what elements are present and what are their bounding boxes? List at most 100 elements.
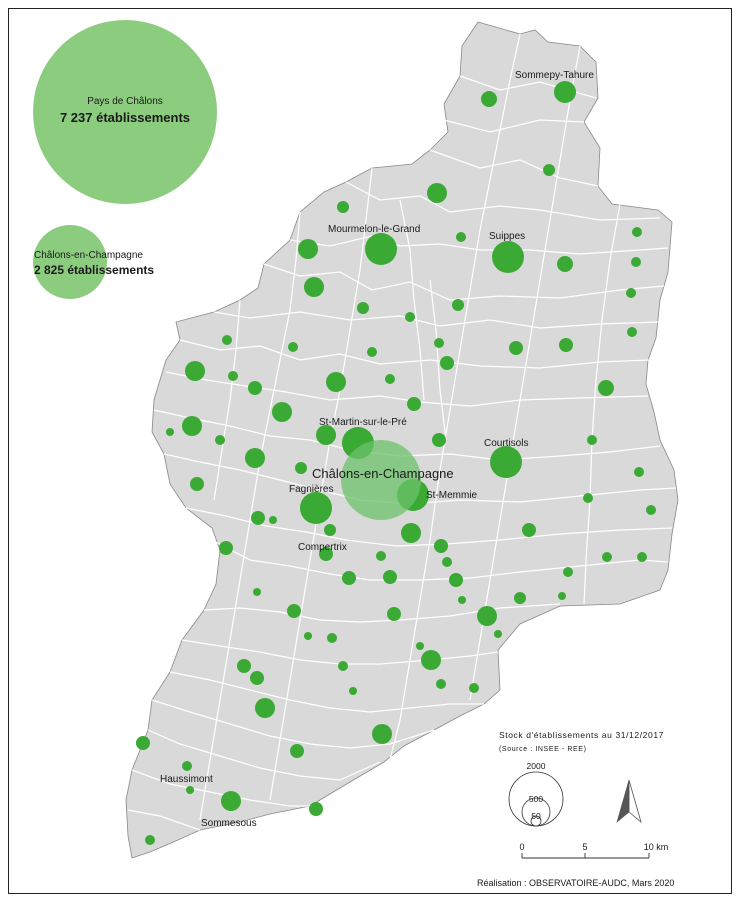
legend-chalons-value: 2 825 établissements [34, 263, 154, 277]
label-mourmelon: Mourmelon-le-Grand [328, 224, 420, 235]
label-courtisols: Courtisols [484, 438, 528, 449]
legend-circle-pays [33, 20, 217, 204]
commune-circle [383, 570, 397, 584]
commune-circle [554, 81, 576, 103]
commune-circle [190, 477, 204, 491]
commune-circle [269, 516, 277, 524]
commune-circle [634, 467, 644, 477]
label-stmartin: St-Martin-sur-le-Pré [319, 417, 407, 428]
commune-circle [338, 661, 348, 671]
label-compertrix: Compertrix [298, 542, 347, 553]
commune-circle [253, 588, 261, 596]
commune-circle [481, 91, 497, 107]
commune-circle [327, 633, 337, 643]
commune-circle [405, 312, 415, 322]
commune-circle [494, 630, 502, 638]
legend-title: Stock d'établissements au 31/12/2017 [499, 730, 664, 740]
commune-circle [136, 736, 150, 750]
commune-circle [287, 604, 301, 618]
commune-circle [248, 381, 262, 395]
commune-circle [440, 356, 454, 370]
commune-circle [557, 256, 573, 272]
legend-size-2000-label: 2000 [527, 761, 546, 771]
commune-circle [509, 341, 523, 355]
commune-circle [559, 338, 573, 352]
label-sommepy: Sommepy-Tahure [515, 70, 594, 81]
commune-circle [219, 541, 233, 555]
legend-circle-chalons [33, 225, 107, 299]
commune-circle [477, 606, 497, 626]
commune-circle [587, 435, 597, 445]
commune-circle [357, 302, 369, 314]
commune-circle [185, 361, 205, 381]
commune-circle [221, 791, 241, 811]
size-legend [508, 771, 564, 827]
commune-circle [434, 539, 448, 553]
commune-circle [298, 239, 318, 259]
commune-circle [372, 724, 392, 744]
chalons-circle [341, 440, 421, 520]
label-chalons: Châlons-en-Champagne [312, 466, 454, 481]
label-haussimont: Haussimont [160, 774, 213, 785]
commune-circle [288, 342, 298, 352]
legend-pays-name: Pays de Châlons [87, 96, 163, 107]
commune-circle [182, 761, 192, 771]
commune-circle [514, 592, 526, 604]
commune-circle [631, 257, 641, 267]
commune-circle [522, 523, 536, 537]
legend-chalons-name: Châlons-en-Champagne [34, 250, 143, 261]
commune-circle [250, 671, 264, 685]
commune-circle [627, 327, 637, 337]
commune-circle [421, 650, 441, 670]
commune-circle [452, 299, 464, 311]
commune-circle [166, 428, 174, 436]
legend-size-50-label: 50 [531, 811, 541, 821]
commune-circle [583, 493, 593, 503]
commune-circle [319, 547, 333, 561]
commune-circle [290, 744, 304, 758]
scale-tick-10: 10 km [644, 842, 669, 852]
commune-circle [626, 288, 636, 298]
commune-circle [324, 524, 336, 536]
commune-circle [309, 802, 323, 816]
commune-circle [558, 592, 566, 600]
commune-circle [222, 335, 232, 345]
commune-circle [342, 571, 356, 585]
commune-circle [563, 567, 573, 577]
commune-circle [632, 227, 642, 237]
commune-circle [182, 416, 202, 436]
legend-pays-value: 7 237 établissements [60, 110, 190, 125]
commune-circle [427, 183, 447, 203]
commune-circle [349, 687, 357, 695]
commune-circle [469, 683, 479, 693]
commune-circle [337, 201, 349, 213]
commune-circle [295, 462, 307, 474]
label-fagnieres: Fagnières [289, 484, 333, 495]
commune-circle [376, 551, 386, 561]
commune-circles [136, 81, 656, 845]
north-arrow-icon [616, 779, 642, 824]
commune-circle [449, 573, 463, 587]
commune-circle [228, 371, 238, 381]
size-legend-50 [530, 815, 542, 827]
commune-circle [316, 425, 336, 445]
label-stmemmie: St-Memmie [426, 490, 478, 501]
commune-circle [186, 786, 194, 794]
commune-circle [215, 435, 225, 445]
commune-circle [245, 448, 265, 468]
commune-circle [304, 277, 324, 297]
commune-circle [237, 659, 251, 673]
map-frame [8, 8, 732, 894]
commune-circle [442, 557, 452, 567]
commune-circle [456, 232, 466, 242]
commune-circle [407, 397, 421, 411]
commune-circle [304, 632, 312, 640]
label-suippes: Suippes [489, 231, 525, 242]
commune-circle [492, 241, 524, 273]
legend-size-500-label: 500 [529, 794, 543, 804]
credit-text: Réalisation : OBSERVATOIRE-AUDC, Mars 20… [477, 878, 674, 888]
commune-circle [646, 505, 656, 515]
commune-circle [543, 164, 555, 176]
commune-circle [436, 679, 446, 689]
label-sommesous: Sommesous [201, 818, 257, 829]
